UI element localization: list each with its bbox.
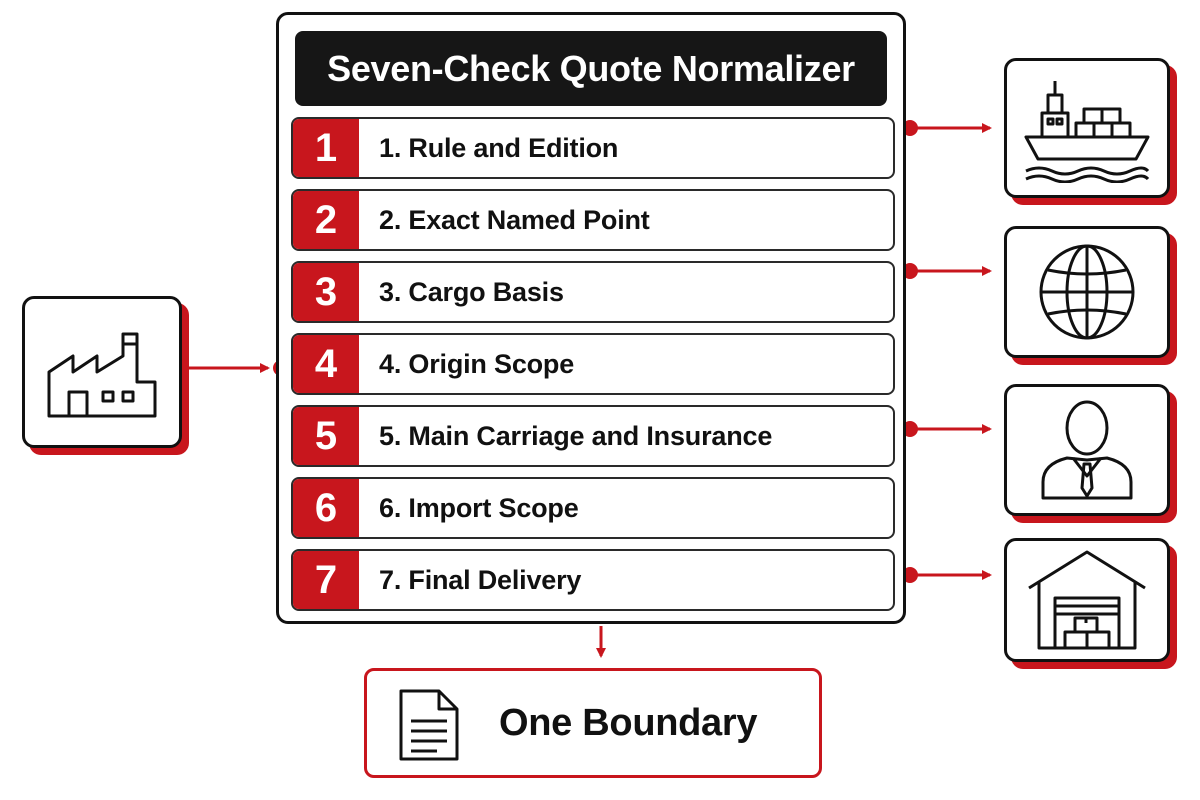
globe-icon bbox=[1039, 244, 1135, 340]
normalizer-panel: Seven-Check Quote Normalizer 1 1. Rule a… bbox=[276, 12, 906, 624]
businessman-icon bbox=[1041, 400, 1133, 500]
factory-icon bbox=[47, 332, 157, 418]
arrow-delivery-to-warehouse bbox=[902, 567, 992, 583]
check-number: 2 bbox=[293, 191, 359, 249]
globe-card bbox=[1004, 226, 1170, 358]
check-number: 5 bbox=[293, 407, 359, 465]
document-icon bbox=[399, 689, 459, 761]
check-label: 2. Exact Named Point bbox=[379, 204, 650, 235]
check-row-3: 3 3. Cargo Basis bbox=[291, 261, 895, 323]
check-label: 1. Rule and Edition bbox=[379, 132, 619, 163]
arrow-factory-to-origin-scope bbox=[183, 360, 289, 376]
output-label: One Boundary bbox=[499, 701, 758, 744]
check-label: 6. Import Scope bbox=[379, 492, 579, 523]
factory-card bbox=[22, 296, 182, 448]
warehouse-card bbox=[1004, 538, 1170, 662]
check-number: 3 bbox=[293, 263, 359, 321]
check-label: 5. Main Carriage and Insurance bbox=[379, 420, 773, 451]
check-label: 3. Cargo Basis bbox=[379, 276, 564, 307]
check-row-2: 2 2. Exact Named Point bbox=[291, 189, 895, 251]
check-row-7: 7 7. Final Delivery bbox=[291, 549, 895, 611]
cargo-ship-icon bbox=[1024, 81, 1150, 183]
arrow-cargo-to-globe bbox=[902, 263, 992, 279]
check-row-6: 6 6. Import Scope bbox=[291, 477, 895, 539]
arrow-rule-to-ship bbox=[902, 120, 992, 136]
ship-card bbox=[1004, 58, 1170, 198]
check-row-4: 4 4. Origin Scope bbox=[291, 333, 895, 395]
check-row-5: 5 5. Main Carriage and Insurance bbox=[291, 405, 895, 467]
check-number: 4 bbox=[293, 335, 359, 393]
check-row-1: 1 1. Rule and Edition bbox=[291, 117, 895, 179]
person-card bbox=[1004, 384, 1170, 516]
check-label: 4. Origin Scope bbox=[379, 348, 575, 379]
panel-title: Seven-Check Quote Normalizer bbox=[295, 31, 887, 106]
check-number: 1 bbox=[293, 119, 359, 177]
check-number: 7 bbox=[293, 551, 359, 609]
output-box: One Boundary bbox=[364, 668, 822, 778]
warehouse-icon bbox=[1028, 550, 1146, 650]
check-label: 7. Final Delivery bbox=[379, 564, 582, 595]
arrow-carriage-to-person bbox=[902, 421, 992, 437]
check-number: 6 bbox=[293, 479, 359, 537]
